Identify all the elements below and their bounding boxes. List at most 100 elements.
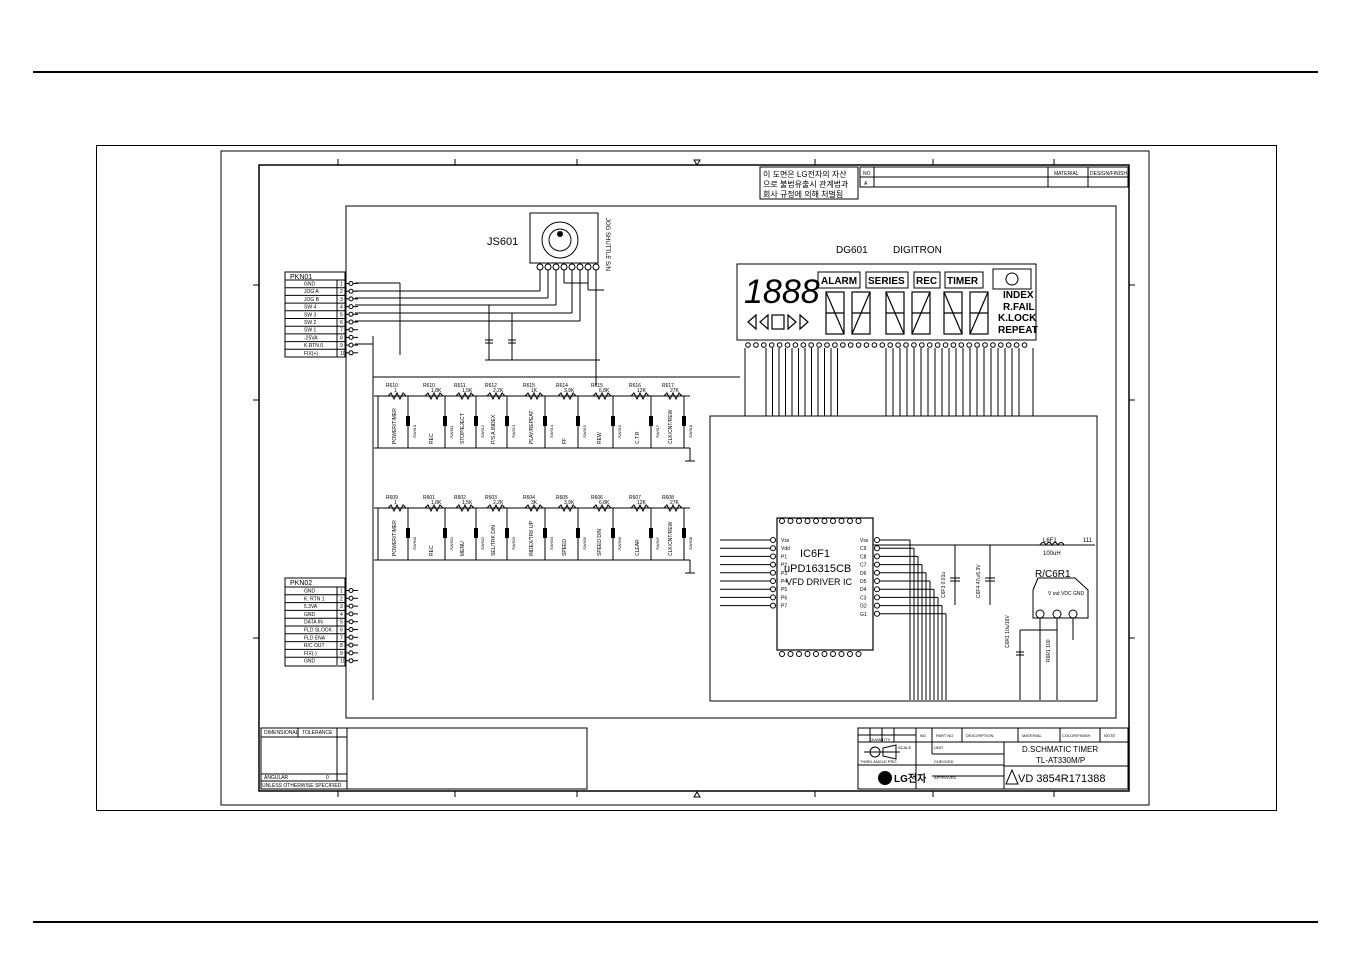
row2-resistor [663, 503, 683, 513]
row1-switch-ref: SW610 [412, 424, 417, 438]
tb-unit: UNIT [934, 745, 944, 750]
row1-resistor-val: 27K [670, 388, 680, 394]
pkn02-pin-terminal [348, 611, 354, 617]
pkn02-pin-num: 5 [340, 620, 343, 626]
vfd-pin [863, 342, 870, 348]
rc-ref: R/C6R1 [1035, 569, 1071, 580]
vfd-pin [982, 342, 988, 348]
row1-resistor-val: 1K [531, 388, 538, 394]
row2-switch [474, 528, 478, 538]
tb-model: TL-AT330M/P [1036, 756, 1085, 765]
jog-body [529, 212, 599, 264]
row1-resistor-ref: R611 [454, 383, 466, 389]
l6f1-val: 100uH [1043, 551, 1061, 557]
bottom-rule [33, 921, 1318, 923]
row1-switch-label: POWER/TIMER [392, 408, 398, 444]
row2-resistor-val: 12K [637, 500, 647, 506]
ic-right-pin-label: Vss [860, 538, 869, 544]
pkn02-pin-terminal [348, 627, 354, 632]
pkn02-pin-terminal [348, 634, 354, 640]
row1-resistor [387, 391, 407, 401]
title-block-left [260, 727, 588, 790]
row2-switch-ref: SW607 [655, 536, 660, 550]
vfd-pin [950, 342, 957, 348]
pkn01-pin-label: SW 1 [304, 328, 316, 334]
pkn01-pin-terminal [348, 334, 354, 340]
lg-logo-mark [878, 771, 892, 785]
vfd-pin [903, 342, 909, 348]
tb-third: THIRD ANGLE PRO [860, 759, 896, 764]
row1-resistor-ref: R616 [629, 383, 641, 389]
vfd-label-alarm: ALARM [821, 276, 857, 287]
vfd-pin [1013, 342, 1020, 348]
row1-resistor [455, 391, 475, 401]
vfd-pin [816, 342, 822, 348]
vfd-pin [855, 342, 862, 348]
vfd-pin [926, 342, 933, 348]
ic-right-pin-label: G1 [860, 612, 867, 618]
rc-pins: V out VDC GND [1048, 591, 1085, 597]
ic6f1-body [776, 517, 874, 651]
vfd-alnum-digits [747, 291, 989, 335]
tb-zero: 0 [326, 775, 329, 781]
row2-switch [611, 528, 615, 538]
ic-left-pin-label: P4 [781, 579, 787, 585]
ic-right-pin [874, 602, 880, 609]
ic-left-pin-label: P2 [781, 563, 787, 569]
row1-switch [649, 416, 653, 426]
row2-switch [443, 528, 447, 538]
ic-bottom-pin [787, 651, 794, 657]
pkn02-pin-terminal [348, 642, 354, 648]
row2-switch-label: SPEED D/N [597, 529, 603, 556]
pkn01-pin-label: SW 2 [304, 320, 316, 326]
vfd-pin [784, 342, 791, 348]
jog-name: JOG SHUTTLE S/N [604, 218, 610, 271]
row2-resistor-ref: R605 [556, 495, 568, 501]
row2-resistor-ref: R604 [523, 495, 535, 501]
tb-unless: UNLESS OTHERWISE SPECIFIED [262, 783, 342, 789]
ic-bottom-pin [821, 651, 828, 657]
row1-switch [474, 416, 478, 426]
row2-switch [406, 528, 410, 538]
bus-caps [485, 305, 600, 361]
vfd-label-series: SERIES [868, 276, 905, 287]
l6f1-ref: L6F1 [1043, 538, 1057, 544]
row1-switch [611, 416, 615, 426]
row1-switch-ref: SW611 [449, 424, 454, 438]
ic-left-pin [770, 545, 776, 552]
pkn02-pin-num: 10 [340, 659, 346, 665]
ic-right-pin [874, 545, 880, 552]
header-design: DESIGN/FINISH [1090, 171, 1127, 177]
vfd-pin [1005, 342, 1012, 348]
tb-col-material: MATERIAL [1022, 733, 1042, 738]
row2-resistor-ref: R607 [629, 495, 641, 501]
jog-ref: JS601 [487, 236, 518, 248]
vfd-pin [1021, 342, 1028, 348]
ic-right-pin-label: D6 [860, 571, 867, 577]
row1-resistor-ref: R615 [523, 383, 535, 389]
ic-bottom-pin [847, 651, 853, 657]
row2-resistor-ref: R609 [386, 495, 398, 501]
ic-bottom-pin [804, 651, 811, 657]
pkn01-pin-num: 3 [340, 297, 343, 303]
ic-left-pin-label: P7 [781, 604, 787, 610]
row2-switch-label: CLK/CNT/REW [668, 521, 674, 556]
pkn01-bus [355, 270, 740, 700]
row2-resistor-val: 2.2K [493, 500, 504, 506]
ic-top-pin [813, 518, 819, 524]
tb-col-color: COLOR/FINISH [1062, 733, 1091, 738]
rc-res: R6R1 100 [1046, 639, 1052, 662]
pkn01-pin-num: 8 [340, 335, 343, 341]
row1-resistor [424, 391, 444, 401]
row2-switch [543, 528, 547, 538]
pkn01-pin-num: 4 [340, 305, 343, 311]
row2-switch [505, 528, 509, 538]
notice-line3: 회사 규정에 의해 처벌됨 [763, 189, 843, 199]
row2-resistor-val: 1.5K [462, 500, 473, 506]
ic-left-pin-label: Vss [781, 538, 790, 544]
pkn02-pin-label: FIX(-) [304, 651, 317, 657]
pkn02-pin-label: K. RTN 1 [304, 596, 325, 602]
row1-switch-label: STOP/EJECT [460, 413, 466, 444]
row2-resistor-ref: R601 [423, 495, 435, 501]
